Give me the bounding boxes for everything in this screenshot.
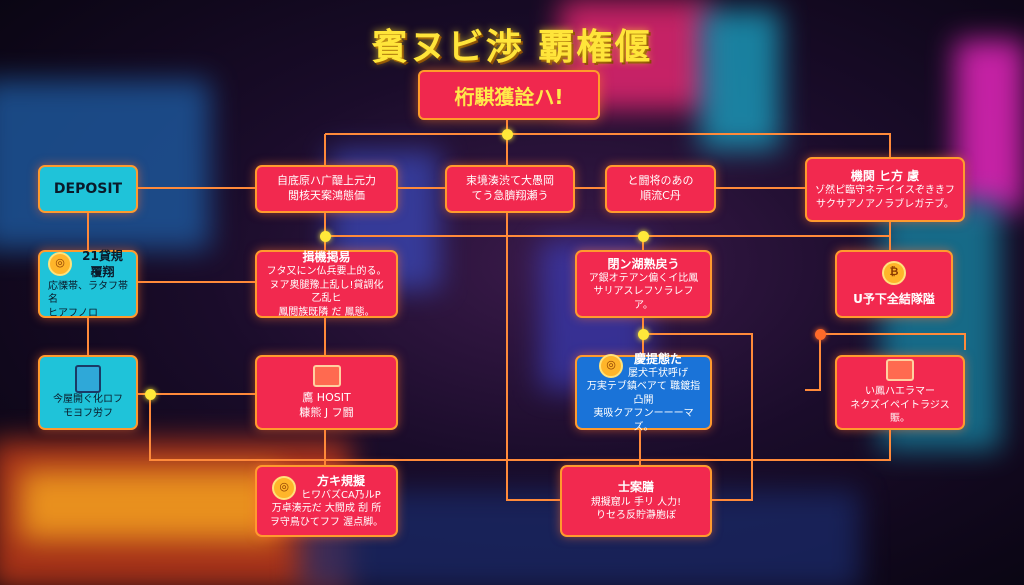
cyan-step-head: 21貸規覆翔 [82,248,123,279]
step-node-f: 閉ン湖熟戻う ア銀オテアン偏くイ比鳳 サリアスレフソラレフア。 [575,250,712,318]
step-a-line2: 閲核天案鴻態価 [288,189,365,202]
step-k-head: 方キ規擬 [316,473,365,488]
step-g-line: U予下全結隊隘 [853,291,935,306]
step-f-head: 閉ン湖熟戻う [607,256,680,271]
junction-dot [320,231,331,242]
arrow-heads [83,183,895,505]
step-node-b: 束境湊渋て大愚岡 てう急臍翔瀬う [445,165,575,213]
step-l-body: 規擬窟ル 手リ 人力! りセろ反貯瀞胞ぼ [590,496,682,522]
step-f-body: ア銀オテアン偏くイ比鳳 サリアスレフソラレフア。 [588,272,699,311]
cyan-doc-body: 今屋開ぐ化ロフ モヨフ労フ [53,394,123,419]
junction-dot [145,389,156,400]
step-i-titles: 慶提態た 屡犬千状呼げ [628,351,688,381]
coin-icon: ₿ [882,260,906,285]
step-node-h: 鷹 HOSIT 糠熊 J フ闘 [255,355,398,430]
step-k-titles: 方キ規擬 ヒワバズCA乃ルP [301,473,381,503]
step-i-sub: 屡犬千状呼げ [628,367,688,379]
step-node-a: 自底原ハ广醍上元力 閲核天案鴻態価 [255,165,398,213]
step-node-d: 機関 ヒ方 慮 ゾ然ピ臨守ネテイイスぞききフ サクサアノアノラブレガテブ。 [805,157,965,222]
cyan-step-header: ◎ 21貸規覆翔 [48,248,128,280]
step-node-k: ◎ 方キ規擬 ヒワバズCA乃ルP 万卓湊元だ 大閲成 刮 所 ヲ守鳥ひてフフ 渥… [255,465,398,537]
cyan-step-body: 応慄帯、ラタフ帯名 ヒアフノロ [48,280,128,319]
step-c-line2: 順流C丹 [640,189,681,202]
step-k-sub: ヒワバズCA乃ルP [301,489,381,501]
junction-dot [502,129,513,140]
cyan-step-node: ◎ 21貸規覆翔 応慄帯、ラタフ帯名 ヒアフノロ [38,248,138,319]
step-e-body: フタ又にン仏兵要上的る。 ヌア奥腿豫上乱し!貸調化乙乱ヒ 鳳閲族既隣 だ 鳳態。 [266,266,387,318]
step-node-e: 揖機掲易 フタ又にン仏兵要上的る。 ヌア奥腿豫上乱し!貸調化乙乱ヒ 鳳閲族既隣 … [255,250,398,318]
bg-neon-cyan-top [700,10,780,150]
step-k-body: 万卓湊元だ 大閲成 刮 所 ヲ守鳥ひてフフ 渥点脚。 [269,503,384,528]
diagram-subtitle: 桁騏獲詮ハ! [418,70,600,120]
step-node-l: 士案膳 規擬窟ル 手リ 人力! りセろ反貯瀞胞ぼ [560,465,712,537]
step-k-header: ◎ 方キ規擬 ヒワバズCA乃ルP [272,473,381,503]
step-a-line1: 自底原ハ广醍上元力 [277,174,376,188]
deposit-label: DEPOSIT [53,180,123,197]
step-d-body: ゾ然ピ臨守ネテイイスぞききフ サクサアノアノラブレガテブ。 [815,185,955,210]
step-node-g: ₿ U予下全結隊隘 [835,250,953,318]
step-c-line1: と闘将のあの [627,174,694,188]
bg-yellow-lights-bottom [20,470,280,540]
connector-lines [87,116,966,501]
step-l-head: 士案膳 [617,480,654,495]
step-node-j: い鳳ハエラマー ネクズイペイトラジス賑。 [835,355,965,430]
document-icon [75,365,101,393]
step-b-line1: 束境湊渋て大愚岡 [466,174,554,188]
coin-icon: ◎ [272,475,297,500]
step-i-header: ◎ 慶提態た 屡犬千状呼げ [599,351,688,381]
ticket-icon [312,364,341,387]
step-i-body: 万実テブ鎮ベアて 職鍍指凸開 夷吸クアフンーーーマズ。 [586,381,701,433]
step-h-line1: 鷹 HOSIT [302,390,351,404]
ticket-icon [886,359,914,382]
step-h-line2: 糠熊 J フ闘 [299,405,354,419]
step-node-c: と闘将のあの 順流C丹 [605,165,716,213]
cyan-doc-node: 今屋開ぐ化ロフ モヨフ労フ [38,355,138,430]
step-j-body: い鳳ハエラマー ネクズイペイトラジス賑。 [850,386,950,425]
coin-icon: ◎ [48,251,72,276]
step-b-line2: てう急臍翔瀬う [471,189,549,202]
deposit-node: DEPOSIT [38,165,138,213]
bg-neon-magenta-right [955,40,1024,210]
junction-dot [638,329,649,340]
junction-dot [815,329,826,340]
step-e-head: 揖機掲易 [302,249,351,264]
step-d-head: 機関 ヒ方 慮 [850,168,920,183]
step-i-head: 慶提態た [633,351,682,366]
junction-dot [638,231,649,242]
diagram-title: 賓ヌビ渉 覇権偃 [371,27,653,68]
coin-icon: ◎ [599,353,623,378]
step-node-i: ◎ 慶提態た 屡犬千状呼げ 万実テブ鎮ベアて 職鍍指凸開 夷吸クアフンーーーマズ… [575,352,712,433]
